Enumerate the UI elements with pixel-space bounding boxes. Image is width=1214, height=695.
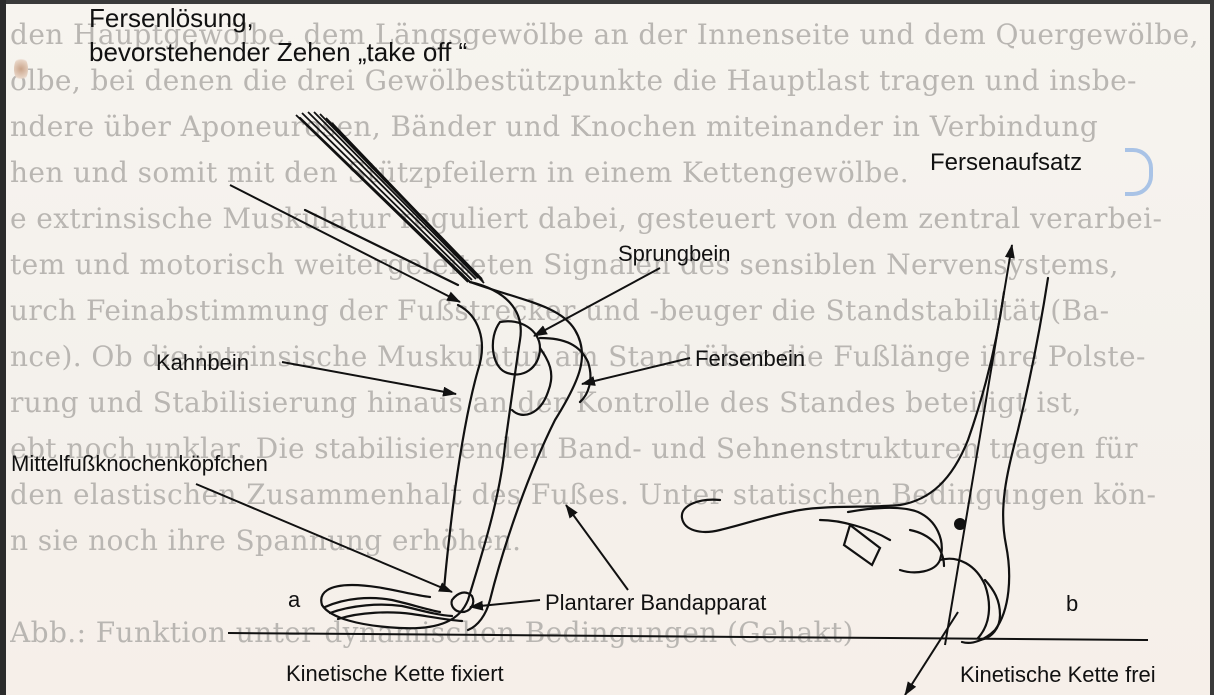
ground-lines (228, 633, 1148, 640)
label-fersenloesung: Fersenlösung, (89, 4, 254, 33)
arrow-kahnbein (282, 362, 456, 394)
arrow-plantarer-1 (470, 600, 540, 607)
foot-b-outline (682, 278, 1048, 643)
label-sprungbein: Sprungbein (618, 242, 731, 266)
arrow-plantarer-2 (566, 505, 628, 590)
arrow-takeoff-1 (230, 185, 460, 302)
ground-line (228, 633, 1148, 640)
arrow-sprungbein (534, 268, 660, 336)
label-mittelfussknochenkoepfchen: Mittelfußknochenköpfchen (11, 452, 268, 476)
label-take-off: bevorstehender Zehen „take off “ (89, 38, 467, 67)
label-plantarer-bandapparat: Plantarer Bandapparat (545, 591, 766, 615)
label-figure-b: b (1066, 592, 1078, 616)
tendon-bundle (296, 112, 484, 283)
label-kahnbein: Kahnbein (156, 351, 249, 375)
caption-kinetische-kette-fixiert: Kinetische Kette fixiert (286, 662, 504, 686)
arrow-fersenbein (582, 358, 690, 384)
caption-kinetische-kette-frei: Kinetische Kette frei (960, 663, 1156, 687)
label-fersenbein: Fersenbein (695, 347, 805, 371)
label-fersenaufsatz: Fersenaufsatz (930, 150, 1082, 176)
arrow-fersenaufsatz-down (905, 612, 958, 695)
annotation-arrows (196, 185, 1012, 695)
label-figure-a: a (288, 588, 300, 612)
arrow-fersenaufsatz-up (945, 245, 1012, 645)
arrow-mittelfuss (196, 484, 452, 592)
